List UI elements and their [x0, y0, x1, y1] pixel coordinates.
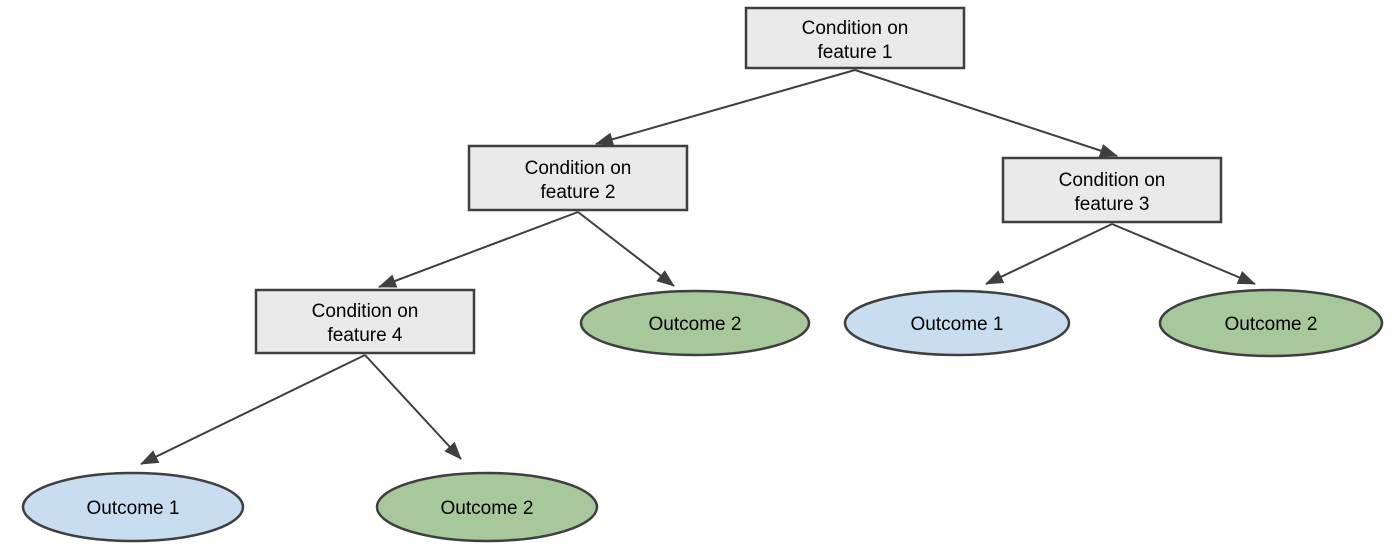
condition-box [1001, 156, 1223, 224]
node-outcome-2-mid: Outcome 2 [579, 289, 811, 357]
condition-label-line2: feature 2 [541, 182, 616, 203]
outcome-label: Outcome 2 [649, 314, 742, 335]
edge-cond3-to-outcome1-right [985, 223, 1113, 285]
edge-cond2-to-cond4 [378, 211, 579, 288]
edge-cond4-to-outcome2-bottom [364, 354, 462, 460]
node-condition-feature-3: Condition on feature 3 [1001, 156, 1223, 224]
outcome-label: Outcome 1 [911, 314, 1004, 335]
edge-cond3-to-outcome2-right [1111, 223, 1256, 285]
condition-label-line1: Condition on [525, 158, 632, 179]
node-condition-feature-1: Condition on feature 1 [744, 6, 966, 70]
condition-box [254, 288, 476, 355]
edge-cond4-to-outcome1-bottom [140, 354, 366, 465]
outcome-ellipse [579, 289, 811, 357]
condition-label-line1: Condition on [312, 301, 419, 322]
condition-box [467, 144, 689, 212]
condition-label-line2: feature 1 [818, 42, 893, 63]
condition-box [744, 6, 966, 70]
node-condition-feature-2: Condition on feature 2 [467, 144, 689, 212]
outcome-ellipse [375, 471, 599, 543]
edge-cond1-to-cond2 [595, 69, 856, 147]
node-outcome-1-bottom: Outcome 1 [21, 471, 245, 543]
node-condition-feature-4: Condition on feature 4 [254, 288, 476, 355]
condition-label-line1: Condition on [1059, 170, 1166, 191]
node-outcome-2-right: Outcome 2 [1158, 288, 1384, 358]
outcome-ellipse [1158, 288, 1384, 358]
outcome-ellipse [843, 289, 1071, 357]
edge-cond1-to-cond3 [854, 69, 1118, 158]
outcome-label: Outcome 2 [441, 498, 534, 519]
edge-cond2-to-outcome2-mid [577, 211, 675, 287]
condition-label-line2: feature 3 [1075, 194, 1150, 215]
outcome-ellipse [21, 471, 245, 543]
node-outcome-1-right: Outcome 1 [843, 289, 1071, 357]
outcome-label: Outcome 2 [1225, 314, 1318, 335]
node-outcome-2-bottom: Outcome 2 [375, 471, 599, 543]
edges [140, 69, 1256, 465]
condition-label-line2: feature 4 [328, 325, 403, 346]
condition-label-line1: Condition on [802, 18, 909, 39]
outcome-label: Outcome 1 [87, 498, 180, 519]
